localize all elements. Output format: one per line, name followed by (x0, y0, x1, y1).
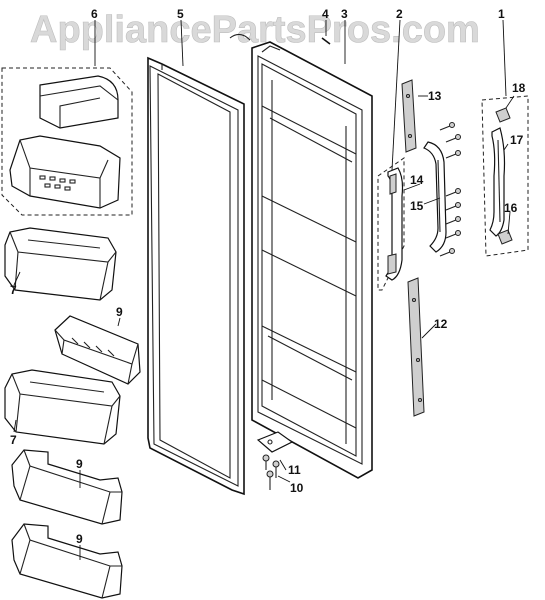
leader-lines (13, 19, 515, 560)
part-12-lower-trim (407, 277, 425, 417)
callout-9-lower: 9 (76, 532, 83, 546)
part-18-clip (495, 107, 511, 123)
callout-17: 17 (510, 133, 524, 147)
callout-14: 14 (410, 173, 424, 187)
part-3-door-liner (229, 33, 373, 479)
part-9-open-bin-upper (11, 449, 123, 525)
callout-16: 16 (504, 201, 518, 215)
part-2-dashed-group (377, 157, 405, 291)
callout-18: 18 (512, 81, 526, 95)
callout-12: 12 (434, 317, 448, 331)
part-5-door-gasket (147, 56, 245, 496)
part-7-lower-bin (4, 369, 121, 445)
callout-4: 4 (322, 7, 329, 21)
part-17-handle (489, 127, 506, 237)
part-14-handle (385, 167, 404, 281)
callout-13: 13 (428, 89, 442, 103)
callout-3: 3 (341, 7, 348, 21)
callout-15: 15 (410, 199, 424, 213)
part-4-pin (321, 37, 331, 45)
part-16-clip (497, 229, 513, 245)
callout-7-upper: 7 (10, 283, 17, 297)
callout-5: 5 (177, 7, 184, 21)
callout-1: 1 (498, 7, 505, 21)
part-13-trim (401, 79, 417, 153)
callout-9-upper: 9 (76, 457, 83, 471)
part-9-small-tray (54, 315, 141, 385)
callout-9-tray: 9 (116, 305, 123, 319)
callout-6: 6 (91, 7, 98, 21)
callout-labels: 1 2 3 4 5 6 7 7 9 9 9 10 11 12 13 14 15 … (10, 7, 526, 546)
part-9-open-bin-lower (11, 523, 123, 599)
callout-7-lower: 7 (10, 433, 17, 447)
part-6-dashed-group (1, 67, 133, 216)
watermark-text: AppliancePartsPros.com (30, 9, 480, 51)
part-11-hinge-bracket (256, 431, 294, 453)
callout-10: 10 (290, 481, 304, 495)
part-10-screws (262, 454, 280, 490)
callout-11: 11 (288, 463, 301, 477)
screws-column (439, 122, 461, 257)
part-7-upper-bin (4, 227, 117, 301)
callout-2: 2 (396, 7, 403, 21)
part-15-handle (423, 141, 447, 253)
